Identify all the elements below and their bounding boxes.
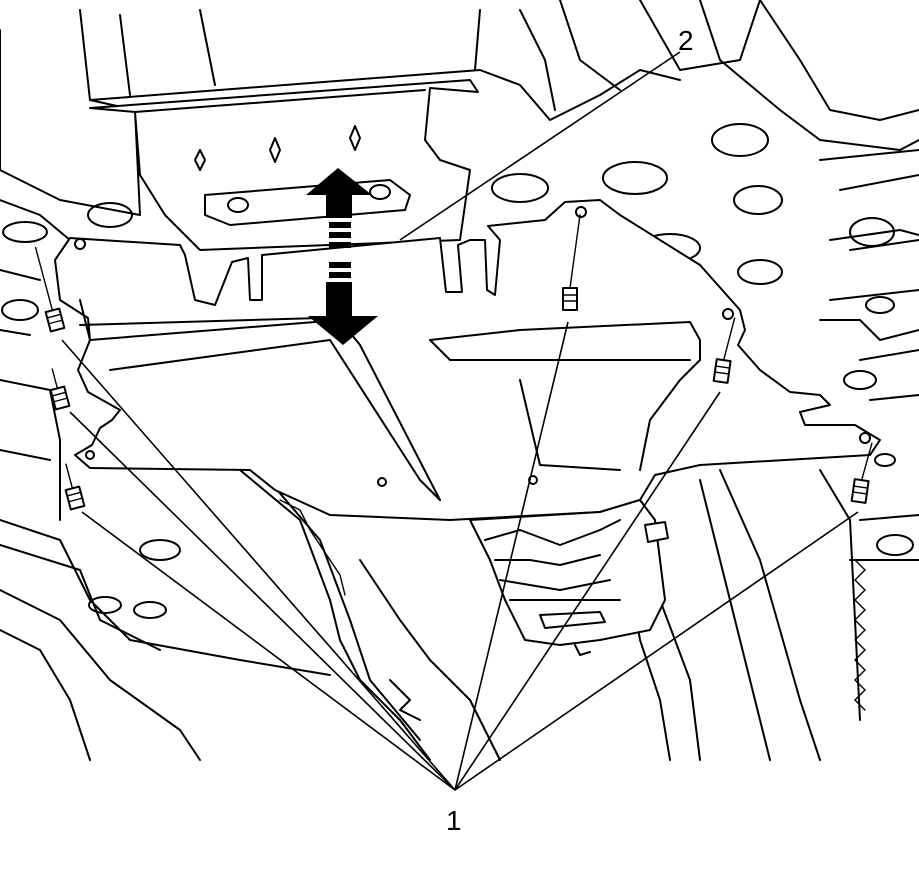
bolts [34,214,873,511]
bolt-3 [64,463,86,511]
bolt-1 [34,246,66,333]
vehicle-underbody-background [0,0,919,761]
callout-label-1: 1 [446,805,462,836]
bolt-4 [562,214,581,311]
bolt-2 [49,368,71,411]
transmission-housing [469,499,669,656]
underbody-shield [54,199,881,521]
callout-leaders [61,51,859,791]
upper-mounting-bracket [89,79,479,251]
up-down-arrow-icon [306,168,378,345]
callout-label-2: 2 [678,25,694,56]
bolt-5 [712,317,736,384]
bolt-6 [850,442,873,504]
